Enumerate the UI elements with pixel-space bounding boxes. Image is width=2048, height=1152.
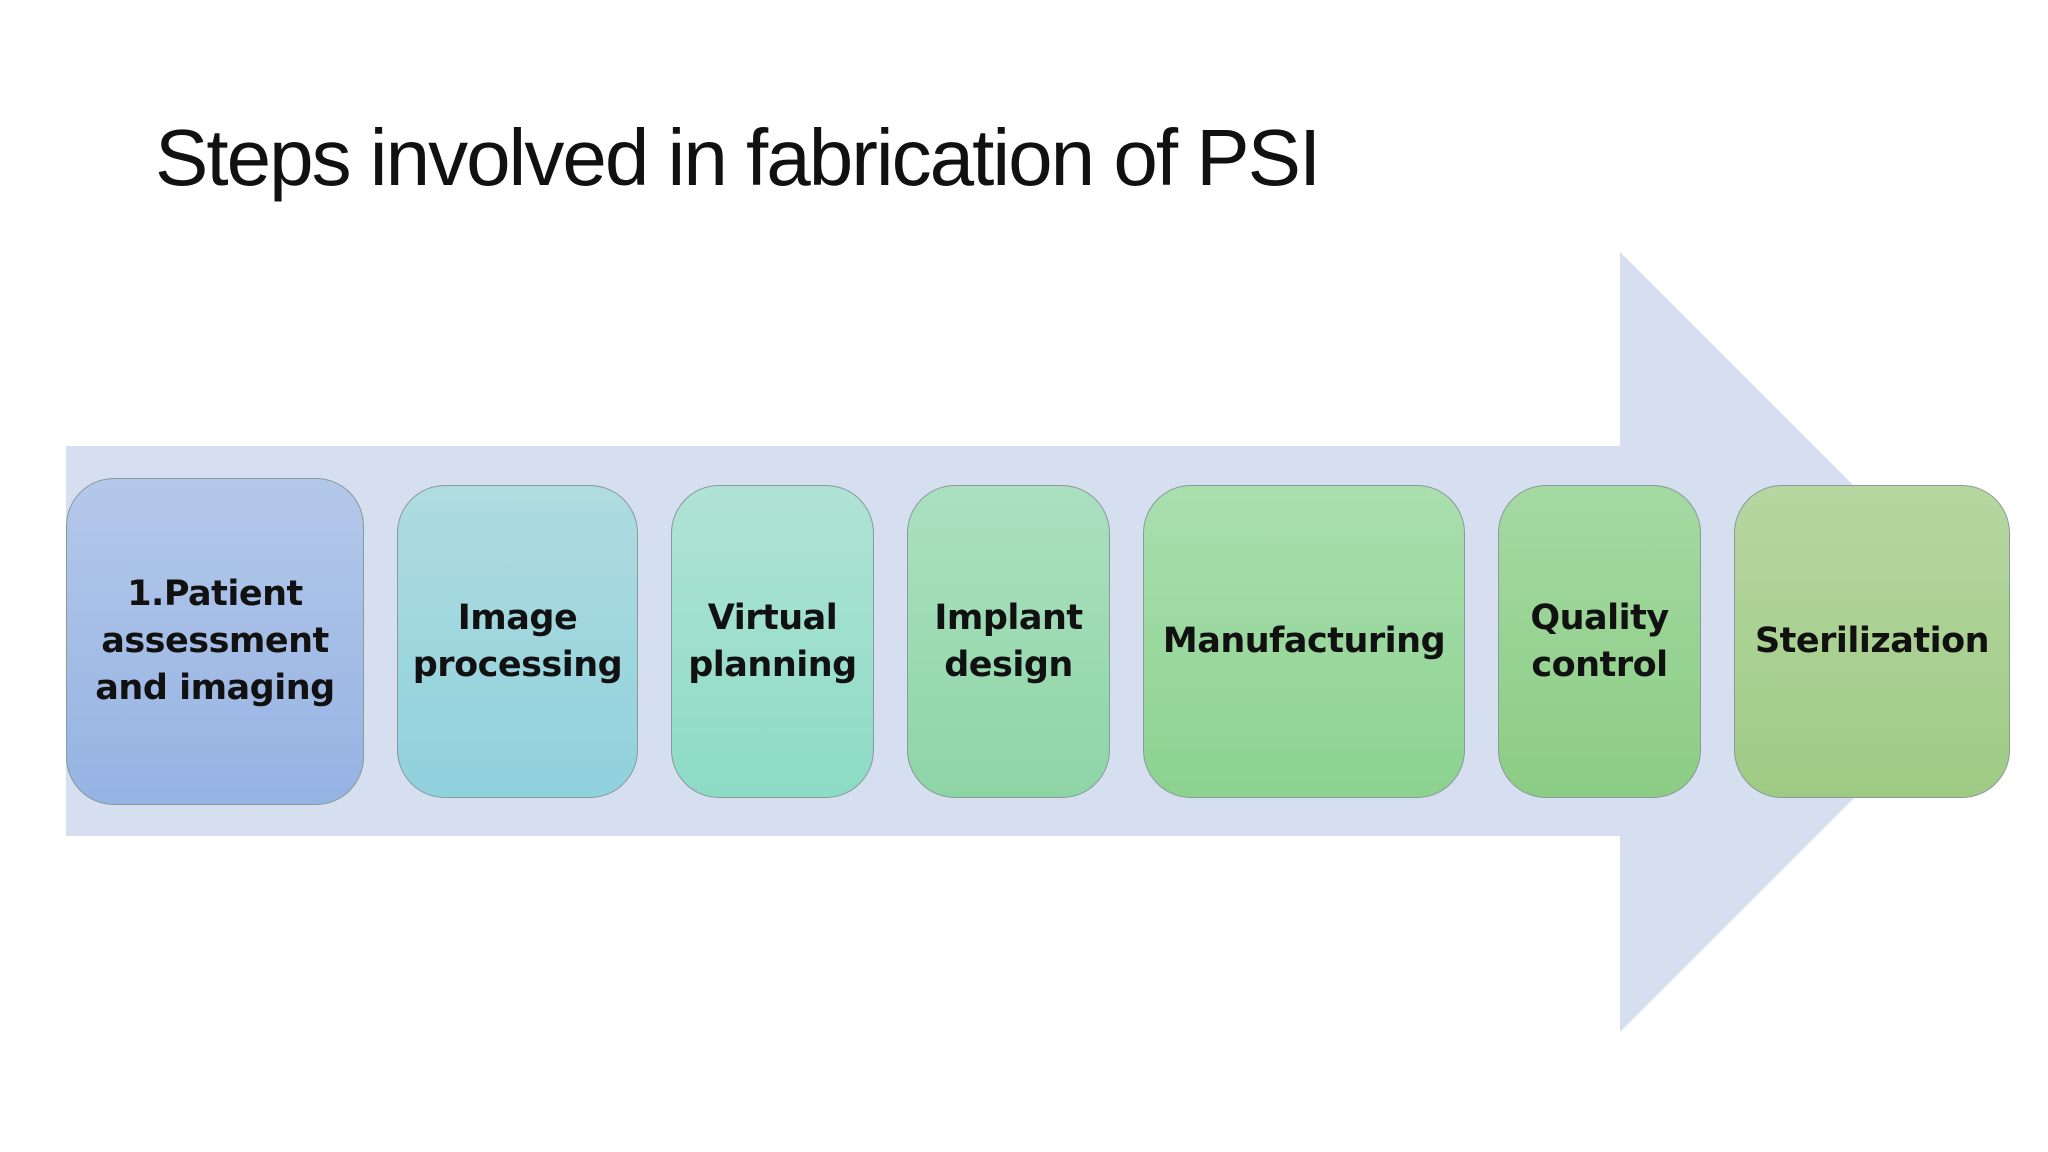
step-manufacturing: Manufacturing bbox=[1143, 485, 1465, 798]
step-label: Manufacturing bbox=[1162, 621, 1446, 661]
step-quality-control: Quality control bbox=[1498, 485, 1701, 798]
step-label: 1.Patient assessment and imaging bbox=[95, 574, 335, 708]
step-virtual-planning: Virtual planning bbox=[671, 485, 874, 798]
step-label: Image processing bbox=[412, 597, 623, 685]
step-patient-assessment: 1.Patient assessment and imaging bbox=[66, 478, 364, 805]
step-label: Implant design bbox=[934, 597, 1083, 685]
step-sterilization: Sterilization bbox=[1734, 485, 2010, 798]
step-label: Sterilization bbox=[1754, 621, 1990, 661]
step-implant-design: Implant design bbox=[907, 485, 1110, 798]
step-label: Quality control bbox=[1530, 597, 1669, 685]
step-image-processing: Image processing bbox=[397, 485, 638, 798]
step-label: Virtual planning bbox=[688, 597, 857, 685]
slide-title: Steps involved in fabrication of PSI bbox=[155, 113, 1321, 202]
